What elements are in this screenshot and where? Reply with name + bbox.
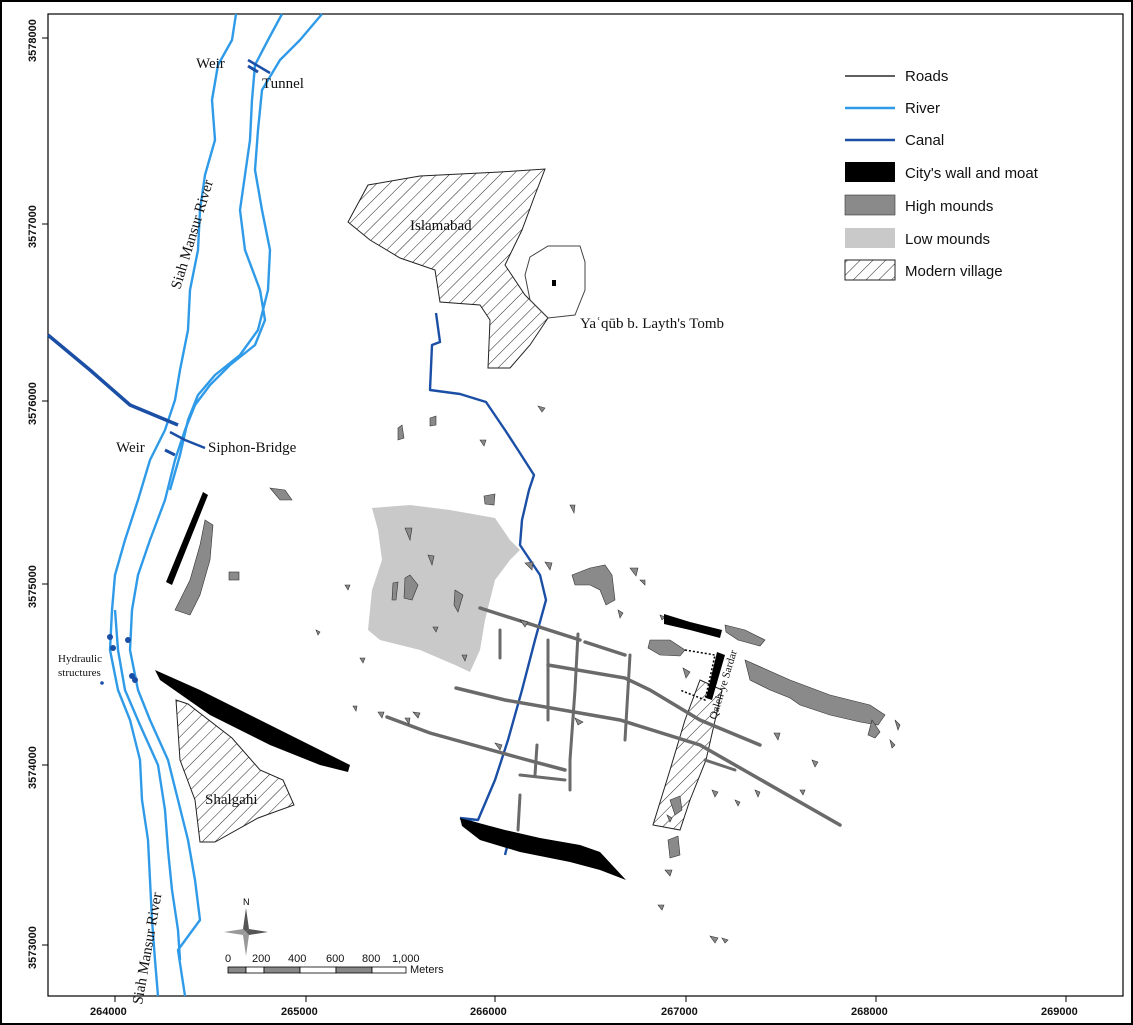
x-axis-ticks: 264000 265000 266000 267000 268000 26900… [90, 996, 1078, 1018]
svg-text:River: River [905, 100, 940, 117]
legend-item-river: River [845, 100, 940, 117]
map-area-border [47, 13, 1124, 997]
village-islamabad [347, 168, 549, 369]
svg-text:3575000: 3575000 [27, 565, 39, 608]
svg-text:267000: 267000 [661, 1006, 698, 1018]
canal-tunnel-short [247, 64, 259, 74]
svg-text:Roads: Roads [905, 68, 948, 85]
svg-text:Low mounds: Low mounds [905, 231, 990, 248]
svg-text:266000: 266000 [470, 1006, 507, 1018]
legend-item-wall: City's wall and moat [845, 162, 1039, 182]
svg-text:3574000: 3574000 [27, 746, 39, 789]
qaleh-fort-outline [679, 649, 716, 702]
legend: Roads River Canal City's wall and moat H… [844, 68, 1039, 281]
label-siphon-bridge: Siphon-Bridge [208, 440, 297, 456]
wall-south [460, 818, 626, 880]
city-walls [155, 492, 725, 880]
road-11 [516, 793, 522, 832]
wall-east-side [706, 652, 725, 700]
canal-tunnel [247, 58, 271, 75]
svg-text:3578000: 3578000 [27, 19, 39, 62]
label-tomb: Yaʿqūb b. Layth's Tomb [580, 316, 724, 332]
label-tunnel: Tunnel [262, 76, 304, 92]
north-arrow-icon: N [224, 897, 268, 956]
road-13 [703, 758, 737, 772]
svg-text:High mounds: High mounds [905, 198, 993, 215]
canal-siphon [169, 430, 206, 450]
low-mounds-central [368, 505, 520, 672]
road-5 [546, 663, 762, 747]
wall-southwest [155, 670, 350, 772]
svg-text:3576000: 3576000 [27, 382, 39, 425]
village-shalgahi [175, 699, 295, 843]
svg-text:City's wall and moat: City's wall and moat [905, 165, 1039, 182]
legend-item-low-mounds: Low mounds [845, 228, 990, 248]
svg-text:269000: 269000 [1041, 1006, 1078, 1018]
road-4 [385, 715, 567, 772]
svg-text:Canal: Canal [905, 132, 944, 149]
svg-text:268000: 268000 [851, 1006, 888, 1018]
village-qaleh [652, 679, 723, 831]
road-9 [533, 743, 539, 777]
scale-bar: 0 200 400 600 800 1,000 Meters [225, 953, 444, 976]
svg-text:400: 400 [288, 953, 306, 965]
river-channel-lower [113, 609, 182, 961]
label-weir-mid: Weir [116, 440, 145, 456]
y-axis-ticks: 3578000 3577000 3576000 3575000 3574000 … [27, 19, 48, 969]
tomb-marker [552, 280, 556, 286]
label-river-bottom: Siah Mansur River [130, 891, 165, 1005]
modern-villages [175, 168, 723, 843]
label-islamabad: Islamabad [410, 218, 472, 234]
legend-item-roads: Roads [845, 68, 948, 85]
road-layer [385, 606, 842, 832]
high-mounds [174, 405, 901, 944]
svg-text:0: 0 [225, 953, 231, 965]
svg-text:Modern village: Modern village [905, 263, 1003, 280]
canal-west [46, 333, 179, 427]
river-east-bank [128, 13, 284, 997]
hydraulic-structures [100, 634, 138, 685]
svg-text:800: 800 [362, 953, 380, 965]
road-3 [454, 686, 842, 827]
label-hydraulic-2: structures [58, 667, 101, 679]
road-2 [583, 640, 627, 657]
svg-text:265000: 265000 [281, 1006, 318, 1018]
river-west-bank [108, 13, 238, 997]
svg-text:3573000: 3573000 [27, 926, 39, 969]
legend-item-high-mounds: High mounds [844, 194, 993, 216]
river-layer [108, 13, 323, 997]
road-8 [623, 653, 632, 742]
legend-item-village: Modern village [844, 259, 1003, 281]
river-channel-inner [168, 13, 323, 491]
svg-text:200: 200 [252, 953, 270, 965]
label-shalgahi: Shalgahi [205, 792, 258, 808]
svg-text:264000: 264000 [90, 1006, 127, 1018]
road-1 [478, 606, 582, 642]
canal-siphon-short [164, 448, 176, 457]
label-weir-top: Weir [196, 56, 225, 72]
svg-text:1,000: 1,000 [392, 953, 420, 965]
label-hydraulic-1: Hydraulic [58, 653, 102, 665]
road-10 [518, 773, 567, 782]
road-6 [568, 632, 580, 792]
svg-text:3577000: 3577000 [27, 205, 39, 248]
canal-main [428, 312, 548, 822]
svg-text:Meters: Meters [410, 964, 444, 976]
wall-west [166, 492, 208, 585]
tomb-precinct [524, 245, 586, 319]
wall-east-top [664, 614, 722, 638]
svg-text:N: N [243, 897, 250, 907]
legend-item-canal: Canal [845, 132, 944, 149]
svg-text:600: 600 [326, 953, 344, 965]
